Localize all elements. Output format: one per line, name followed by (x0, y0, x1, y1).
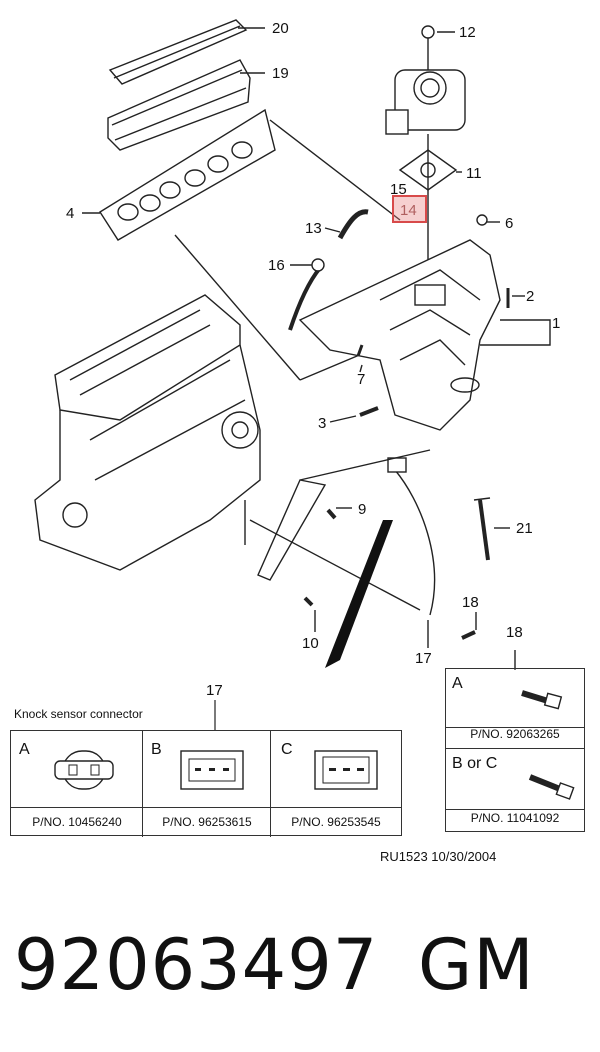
callout-21: 21 (516, 520, 533, 537)
callout-18: 18 (462, 594, 479, 611)
callout-19: 19 (272, 65, 289, 82)
part-number: P/NO. 96253615 (162, 815, 252, 829)
bolt-a-icon (521, 690, 563, 710)
option-letter: A (452, 675, 463, 692)
callout-13: 13 (305, 220, 322, 237)
option-letter: B (151, 741, 162, 758)
option-b-cell: B P/NO. 96253615 (143, 731, 271, 837)
bolt-option-bc: B or C P/NO. 11041092 (446, 749, 584, 831)
bolt-table: A P/NO. 92063265 B or C P/NO. 11041092 (445, 668, 585, 832)
brand-name: GM (418, 924, 535, 1006)
callout-7: 7 (357, 371, 366, 388)
part-number: P/NO. 96253545 (291, 815, 381, 829)
connector-c-icon (314, 750, 378, 790)
knock-sensor-table: A P/NO. 10456240 B P/NO. 96253615 C P/NO (10, 730, 402, 837)
part-number: P/NO. 10456240 (32, 815, 122, 829)
knock-sensor-title: Knock sensor connector (14, 707, 143, 721)
part-number: P/NO. 11041092 (470, 811, 560, 825)
callout-17: 17 (415, 650, 432, 667)
pointer-arrow (325, 520, 393, 668)
part-number-large: 92063497 (14, 924, 379, 1006)
callout-18-table: 18 (506, 624, 523, 641)
callout-3: 3 (318, 415, 327, 432)
heat-shield (107, 59, 251, 151)
option-c-cell: C P/NO. 96253545 (271, 731, 401, 837)
callout-12: 12 (459, 24, 476, 41)
callout-6: 6 (505, 215, 514, 232)
manifold-gasket (99, 108, 276, 241)
option-letter: B or C (452, 755, 498, 772)
connector-b-icon (180, 750, 244, 790)
callout-4: 4 (66, 205, 75, 222)
engine-block (34, 294, 261, 571)
intake-manifold (298, 239, 501, 431)
option-letter: A (19, 741, 30, 758)
throttle-body (385, 25, 466, 135)
option-letter: C (281, 741, 293, 758)
callout-16: 16 (268, 257, 285, 274)
callout-10: 10 (302, 635, 319, 652)
callout-2: 2 (526, 288, 535, 305)
connector-a-icon (54, 750, 114, 790)
bolt-option-a: A P/NO. 92063265 (446, 669, 584, 749)
callout-9: 9 (358, 501, 367, 518)
callout-20: 20 (272, 20, 289, 37)
callout-14: 14 (400, 202, 417, 219)
callout-11: 11 (466, 165, 482, 182)
bolt-bc-icon (528, 774, 575, 800)
callout-15: 15 (390, 181, 407, 198)
part-number: P/NO. 92063265 (470, 727, 560, 741)
exploded-parts-diagram (34, 19, 551, 668)
option-a-cell: A P/NO. 10456240 (11, 731, 143, 837)
highlight-box (392, 195, 427, 223)
callout-17-table: 17 (206, 682, 223, 699)
callout-1: 1 (552, 315, 561, 332)
drawing-id: RU1523 10/30/2004 (380, 849, 497, 864)
